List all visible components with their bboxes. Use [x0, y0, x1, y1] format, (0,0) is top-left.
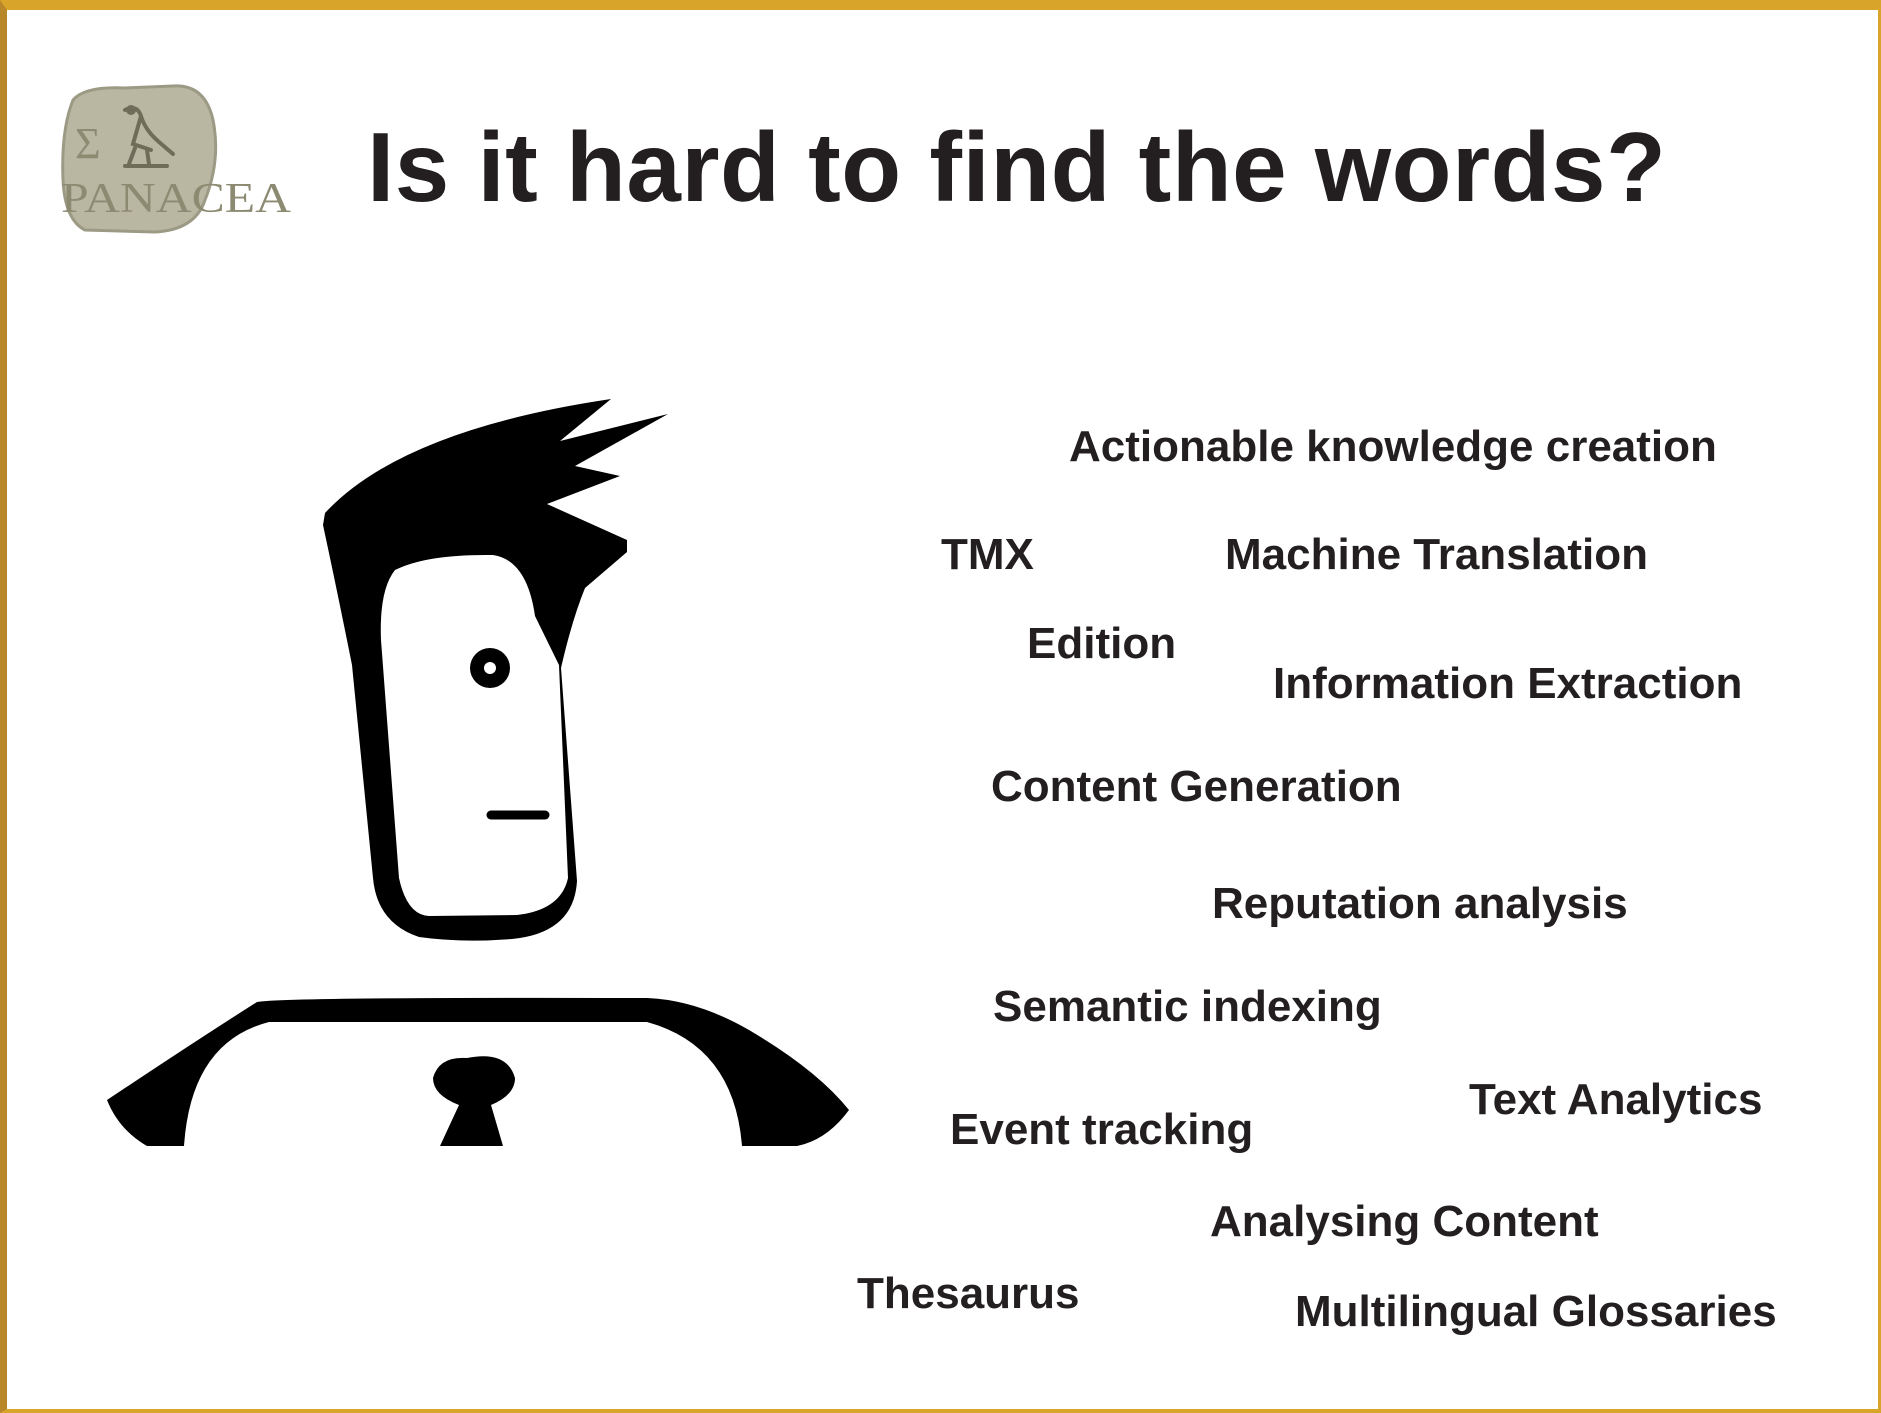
term-multilingual-glossaries: Multilingual Glossaries [1295, 1287, 1777, 1336]
keyhole [433, 1056, 515, 1146]
term-content-generation: Content Generation [991, 762, 1402, 811]
eye-pupil [484, 662, 496, 674]
shoulders [107, 997, 849, 1146]
term-tmx: TMX [941, 530, 1034, 579]
logo-sigma: Σ [75, 119, 101, 168]
term-edition: Edition [1027, 619, 1177, 668]
term-information-extraction: Information Extraction [1273, 659, 1743, 708]
face [380, 554, 568, 916]
term-semantic-indexing: Semantic indexing [993, 982, 1382, 1031]
slide-title: Is it hard to find the words? [367, 112, 1667, 222]
term-text-analytics: Text Analytics [1469, 1075, 1763, 1124]
term-machine-translation: Machine Translation [1225, 530, 1648, 579]
panacea-logo: Σ PANACEA [61, 84, 292, 234]
logo-text: PANACEA [61, 176, 292, 222]
term-analysing-content: Analysing Content [1210, 1197, 1599, 1246]
bird-icon [123, 105, 175, 168]
logo-stone [61, 84, 218, 234]
term-thesaurus: Thesaurus [857, 1269, 1080, 1318]
term-event-tracking: Event tracking [950, 1105, 1254, 1154]
term-reputation-analysis: Reputation analysis [1212, 879, 1628, 928]
thinking-man-illustration [107, 399, 849, 1146]
term-actionable-knowledge-creation: Actionable knowledge creation [1069, 422, 1717, 471]
